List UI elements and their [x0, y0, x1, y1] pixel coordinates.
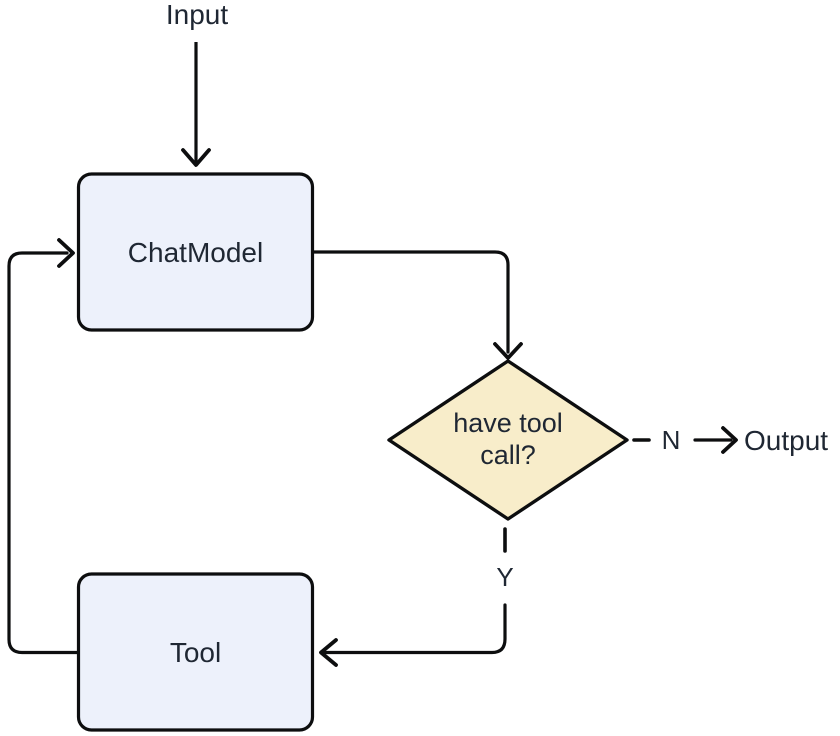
edge-line — [323, 603, 507, 655]
tool-box — [76, 572, 315, 732]
edge-chatmodel-to-decision — [311, 250, 523, 360]
arrowhead-left-icon — [319, 638, 338, 667]
node-chatmodel: ChatModel — [76, 172, 315, 332]
arrowhead-right-icon — [721, 426, 738, 454]
input-node-label: Input — [166, 0, 228, 30]
output-node-label: Output — [744, 425, 828, 456]
node-tool: Tool — [76, 572, 315, 732]
decision-label-line2: call? — [480, 440, 536, 470]
edge-input-to-chatmodel — [181, 42, 211, 167]
edge-line — [311, 250, 510, 354]
edge-label-no: N — [662, 425, 681, 455]
edge-tool-to-chatmodel — [7, 238, 80, 655]
edge-decision-no-to-output: N — [632, 425, 738, 455]
arrowhead-down-icon — [181, 148, 211, 167]
decision-diamond — [387, 359, 629, 521]
decision-label-line1: have tool — [453, 408, 563, 438]
edge-line — [7, 251, 80, 655]
chatmodel-label: ChatModel — [128, 237, 263, 268]
node-decision: have tool call? — [387, 359, 629, 521]
edge-label-yes: Y — [496, 562, 513, 592]
arrowhead-right-icon — [57, 238, 75, 268]
arrowhead-down-icon — [493, 342, 523, 360]
edge-decision-yes-to-tool: Y — [319, 527, 514, 667]
tool-label: Tool — [170, 637, 221, 668]
